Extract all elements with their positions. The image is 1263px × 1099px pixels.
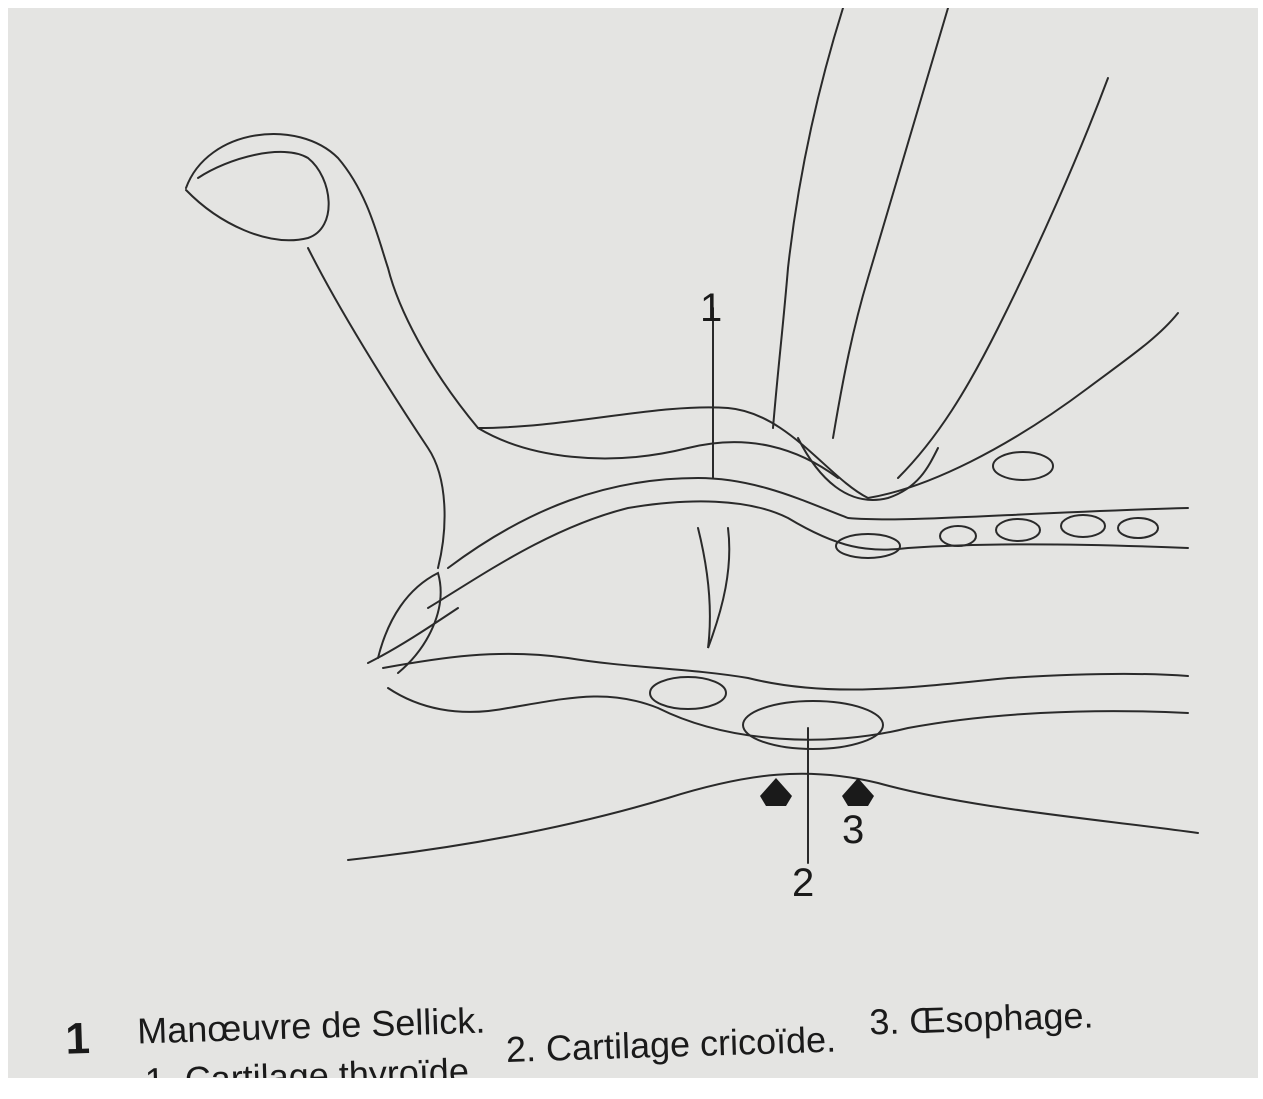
jaw-inner-outline xyxy=(186,152,329,240)
finger-3 xyxy=(898,78,1108,478)
cricoid-cartilage xyxy=(743,701,883,749)
anatomical-drawing xyxy=(8,8,1258,1078)
legend-item-oesophagus: 3. Œsophage. xyxy=(869,994,1094,1043)
jaw-lower-contour xyxy=(308,248,445,568)
epiglottis xyxy=(378,573,441,673)
label-oesophagus: 3 xyxy=(842,810,864,850)
figure-number: 1 xyxy=(65,1014,91,1065)
figure-title: Manœuvre de Sellick. xyxy=(137,1000,486,1053)
arytenoid-section xyxy=(650,677,726,709)
legend-item-thyroid: 1. Cartilage thyroïde. xyxy=(144,1050,479,1078)
finger-1 xyxy=(773,8,843,428)
arrow-right xyxy=(842,778,874,806)
anterior-tissue-line xyxy=(448,478,1188,568)
vocal-fold xyxy=(698,528,729,648)
arrow-left xyxy=(760,778,792,806)
thyroid-cartilage-outline xyxy=(428,501,1188,608)
figure-photo: 1 2 3 1 Manœuvre de Sellick. 1. Cartilag… xyxy=(8,8,1258,1078)
airway-lower-wall xyxy=(388,688,1188,740)
finger-2 xyxy=(833,8,948,438)
airway-upper-wall xyxy=(383,654,1188,690)
legend-item-cricoid: 2. Cartilage cricoïde. xyxy=(505,1019,836,1071)
label-thyroid: 1 xyxy=(700,288,722,328)
fingertip-contour xyxy=(798,438,938,500)
label-cricoid: 2 xyxy=(792,863,814,903)
